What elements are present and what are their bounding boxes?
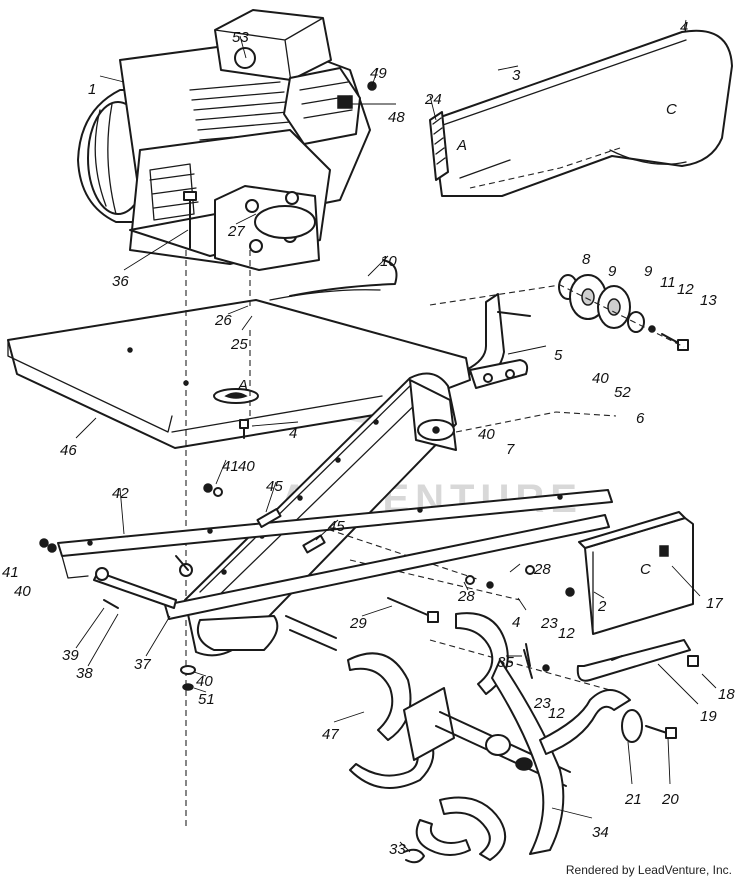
callout-label: 12 [548,705,565,722]
callout-label: 4 [289,425,297,442]
callout-label: 36 [112,273,129,290]
callout-label: 46 [60,442,77,459]
callout-label: 19 [700,708,717,725]
engine-assembly [77,9,377,271]
callout-label: 45 [266,478,283,495]
callout-label: 18 [718,686,735,703]
callout-label: 9 [644,263,653,280]
callout-label: 53 [232,29,249,46]
bolt-29 [387,565,535,623]
callout-label: 5 [554,347,563,364]
leader-lines [75,19,717,853]
callout-label: 4 [680,19,688,36]
callout-label: 48 [388,109,405,126]
control-rod [269,259,398,301]
callout-label: 33 [389,841,406,858]
render-credit: Rendered by LeadVenture, Inc. [565,863,732,877]
callout-label: 51 [198,691,215,708]
tine-assembly [347,612,631,864]
callout-label: 34 [592,824,609,841]
callout-label: 40 [196,673,213,690]
callout-label: 12 [677,281,694,298]
callout-label: 7 [506,441,515,458]
callout-label: 9 [608,263,617,280]
callout-label: 38 [76,665,93,682]
depth-bracket [465,293,531,389]
callout-label: 12 [558,625,575,642]
callout-label: 37 [134,656,151,673]
side-bracket [565,511,694,635]
callout-label: 13 [700,292,717,309]
callout-label: 24 [424,91,442,108]
callout-label: 1 [88,81,96,98]
wheel-hardware [621,709,677,743]
callout-label: 41 [222,458,239,475]
callout-label: C [666,101,677,118]
callout-label: 29 [349,615,367,632]
callout-label: 2 [597,598,607,615]
callout-label: 40 [592,370,609,387]
callout-label: A [456,137,467,154]
hitch-hardware [429,274,689,351]
linkage-arm [39,483,223,691]
chain-case [184,372,457,657]
callout-label: 20 [661,791,679,808]
callout-label: 28 [533,561,551,578]
rear-shield [429,29,733,197]
callout-label: 21 [624,791,642,808]
callout-label: 52 [614,384,631,401]
callout-label: 4 [512,614,520,631]
callout-label: 45 [328,518,345,535]
callout-label: 40 [238,458,255,475]
callout-label: C [640,561,651,578]
callout-label: 40 [14,583,31,600]
callout-label: 42 [112,485,129,502]
callout-label: 23 [540,615,558,632]
callout-label: 40 [478,426,495,443]
callout-label: 8 [582,251,591,268]
callout-label: 28 [457,588,475,605]
callout-label: 23 [533,695,551,712]
callout-label: 47 [322,726,339,743]
callout-label: 35 [497,654,514,671]
callout-label: 25 [230,336,248,353]
tine-shield-plate [7,299,471,449]
callout-label: 17 [706,595,723,612]
callout-label: 3 [512,67,521,84]
callout-label: 49 [370,65,387,82]
depth-stake [525,639,699,682]
callout-label: A [237,377,248,394]
callout-label: 27 [227,223,245,240]
callout-label: 6 [636,410,645,427]
callout-label: 39 [62,647,79,664]
callout-label: 10 [380,253,397,270]
callout-label: 11 [660,274,676,291]
callout-label: 41 [2,564,19,581]
callout-label: 26 [214,312,232,329]
